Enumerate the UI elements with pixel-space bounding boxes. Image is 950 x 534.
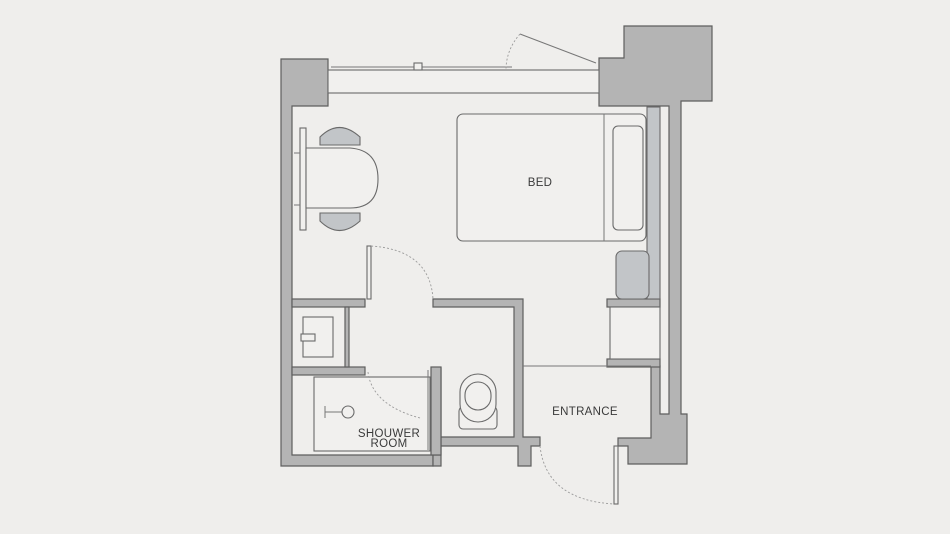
shower-door-swing bbox=[367, 371, 421, 419]
wall-right-outer bbox=[598, 25, 713, 465]
shower-label-line1: SHOUWER bbox=[358, 428, 420, 440]
desk-shelf bbox=[299, 127, 307, 231]
window-frame bbox=[327, 69, 600, 94]
window bbox=[327, 33, 600, 94]
vanity-tap bbox=[300, 333, 316, 342]
shower-head-icon bbox=[341, 405, 355, 419]
storage-box bbox=[609, 306, 661, 360]
vanity bbox=[300, 316, 334, 358]
bed: BED bbox=[456, 113, 647, 242]
chair-bottom bbox=[319, 212, 361, 232]
bathroom-door-leaf bbox=[366, 245, 372, 300]
window-sash bbox=[413, 62, 423, 71]
window-vent bbox=[519, 33, 597, 64]
chair-top bbox=[319, 126, 361, 146]
shower-room: SHOUWER ROOM bbox=[313, 370, 431, 452]
entrance-door-leaf bbox=[613, 445, 619, 505]
walls bbox=[280, 25, 713, 467]
entrance-label: ENTRANCE bbox=[552, 406, 618, 418]
wall-vanity-right bbox=[344, 306, 350, 368]
doors: ENTRANCE bbox=[366, 245, 651, 505]
bed-pillow bbox=[612, 125, 644, 231]
window-vent-swing bbox=[505, 33, 521, 71]
bed-label: BED bbox=[528, 177, 553, 189]
wall-shower-post bbox=[430, 366, 442, 456]
bed-frame bbox=[456, 113, 647, 242]
wall-toilet-room bbox=[432, 298, 541, 467]
shower-tray bbox=[313, 376, 431, 452]
desk-area bbox=[294, 126, 379, 232]
bathroom-door-swing bbox=[370, 245, 434, 300]
desk-table bbox=[305, 147, 379, 209]
wardrobe bbox=[609, 106, 661, 360]
toilet-seat bbox=[464, 381, 492, 411]
wall-vanity-top bbox=[291, 298, 366, 308]
wall-vanity-bottom bbox=[291, 366, 366, 376]
wall-right-divider-1 bbox=[606, 298, 661, 308]
wardrobe-chair bbox=[615, 250, 650, 300]
wardrobe-rail bbox=[646, 106, 661, 300]
entrance-door-swing bbox=[539, 445, 615, 505]
toilet bbox=[458, 373, 498, 430]
shower-label-line2: ROOM bbox=[371, 438, 408, 450]
